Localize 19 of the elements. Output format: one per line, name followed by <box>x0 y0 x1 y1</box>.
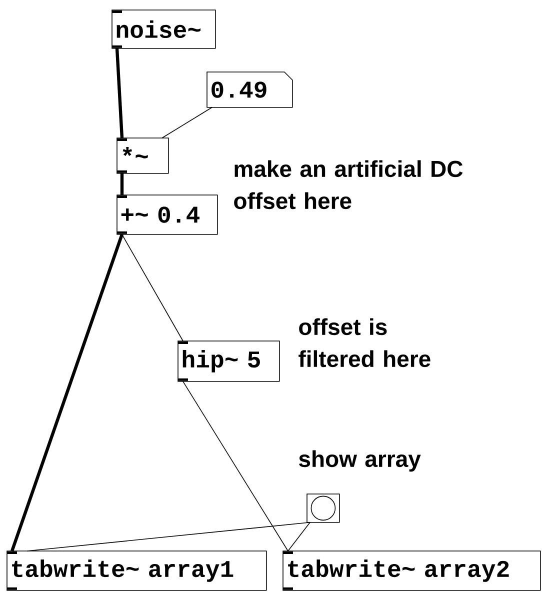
connection-line <box>122 234 184 342</box>
connection-line <box>162 107 212 138</box>
comment-text: show array <box>299 450 421 472</box>
number-box: 0.49 <box>206 72 293 108</box>
connection-line <box>26 522 310 552</box>
connection-line <box>182 381 288 552</box>
bang-button <box>306 494 340 523</box>
connection-line <box>288 522 310 552</box>
object-box: hip~ 5 <box>178 340 280 382</box>
object-box: tabwrite~ array1 <box>6 550 267 591</box>
connection-line <box>115 48 124 138</box>
object-box: *~ <box>116 138 169 174</box>
comment-text: offset is filtered here <box>298 318 430 368</box>
object-box: noise~ <box>112 10 216 49</box>
connection-line <box>120 173 124 195</box>
comment-text: make an artificial DC offset here <box>234 160 463 210</box>
object-box: +~ 0.4 <box>116 194 218 235</box>
connection-line <box>10 234 124 552</box>
object-box: tabwrite~ array2 <box>282 550 541 591</box>
